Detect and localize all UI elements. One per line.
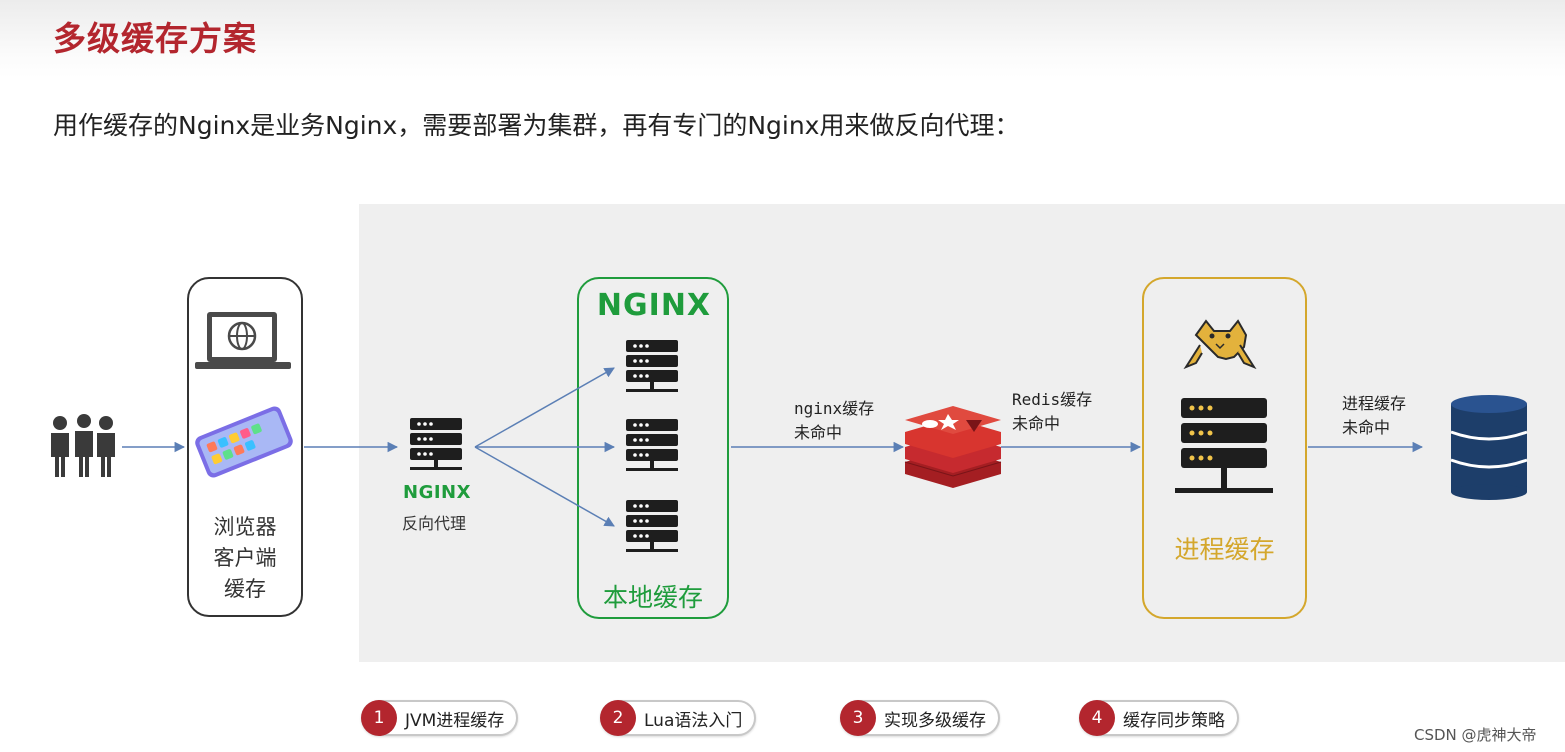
nginx-cluster-server-icon-2 <box>626 419 678 471</box>
local-cache-box <box>577 277 729 619</box>
phone-icon <box>195 406 293 478</box>
nginx-proxy-logo: NGINX <box>403 482 471 503</box>
tab-multilevel-cache[interactable]: 3 实现多级缓存 <box>840 700 1000 736</box>
tab-number-badge: 1 <box>361 700 397 736</box>
tab-lua-syntax[interactable]: 2 Lua语法入门 <box>600 700 757 736</box>
page-title: 多级缓存方案 <box>53 19 257 58</box>
tab-cache-sync[interactable]: 4 缓存同步策略 <box>1079 700 1239 736</box>
process-cache-box <box>1142 277 1307 619</box>
reverse-proxy-label: 反向代理 <box>401 514 466 533</box>
local-cache-label: 本地缓存 <box>602 583 703 612</box>
tab-number-badge: 4 <box>1079 700 1115 736</box>
nginx-cluster-server-icon-3 <box>626 500 678 552</box>
edge-label-process-miss: 进程缓存 未命中 <box>1342 394 1407 437</box>
edge-label-redis-miss: Redis缓存 未命中 <box>1012 390 1093 433</box>
tab-jvm-process-cache[interactable]: 1 JVM进程缓存 <box>361 700 519 736</box>
watermark: CSDN @虎神大帝 <box>1414 726 1537 744</box>
tab-label: 缓存同步策略 <box>1123 710 1225 731</box>
header-band <box>0 0 1565 78</box>
edge-label-nginx-miss: nginx缓存 未命中 <box>794 399 875 442</box>
page-subtitle: 用作缓存的Nginx是业务Nginx，需要部署为集群，再有专门的Nginx用来做… <box>53 111 1020 140</box>
flow-arrows <box>122 367 1424 527</box>
tomcat-icon <box>1183 319 1257 370</box>
process-cache-label: 进程缓存 <box>1174 535 1275 564</box>
tomcat-server-icon <box>1175 398 1273 493</box>
database-icon <box>1450 395 1528 500</box>
tab-label: Lua语法入门 <box>644 710 743 731</box>
nginx-cluster-server-icon-1 <box>626 340 678 392</box>
laptop-globe-icon <box>195 312 291 369</box>
tab-label: JVM进程缓存 <box>405 710 505 731</box>
users-icon <box>51 414 115 477</box>
proxy-server-icon <box>410 418 462 470</box>
nginx-cluster-logo: NGINX <box>596 288 712 323</box>
browser-cache-label: 浏览器 客户端 缓存 <box>213 515 277 601</box>
tab-number-badge: 3 <box>840 700 876 736</box>
tab-label: 实现多级缓存 <box>884 710 986 731</box>
tab-number-badge: 2 <box>600 700 636 736</box>
redis-icon <box>904 406 1002 488</box>
